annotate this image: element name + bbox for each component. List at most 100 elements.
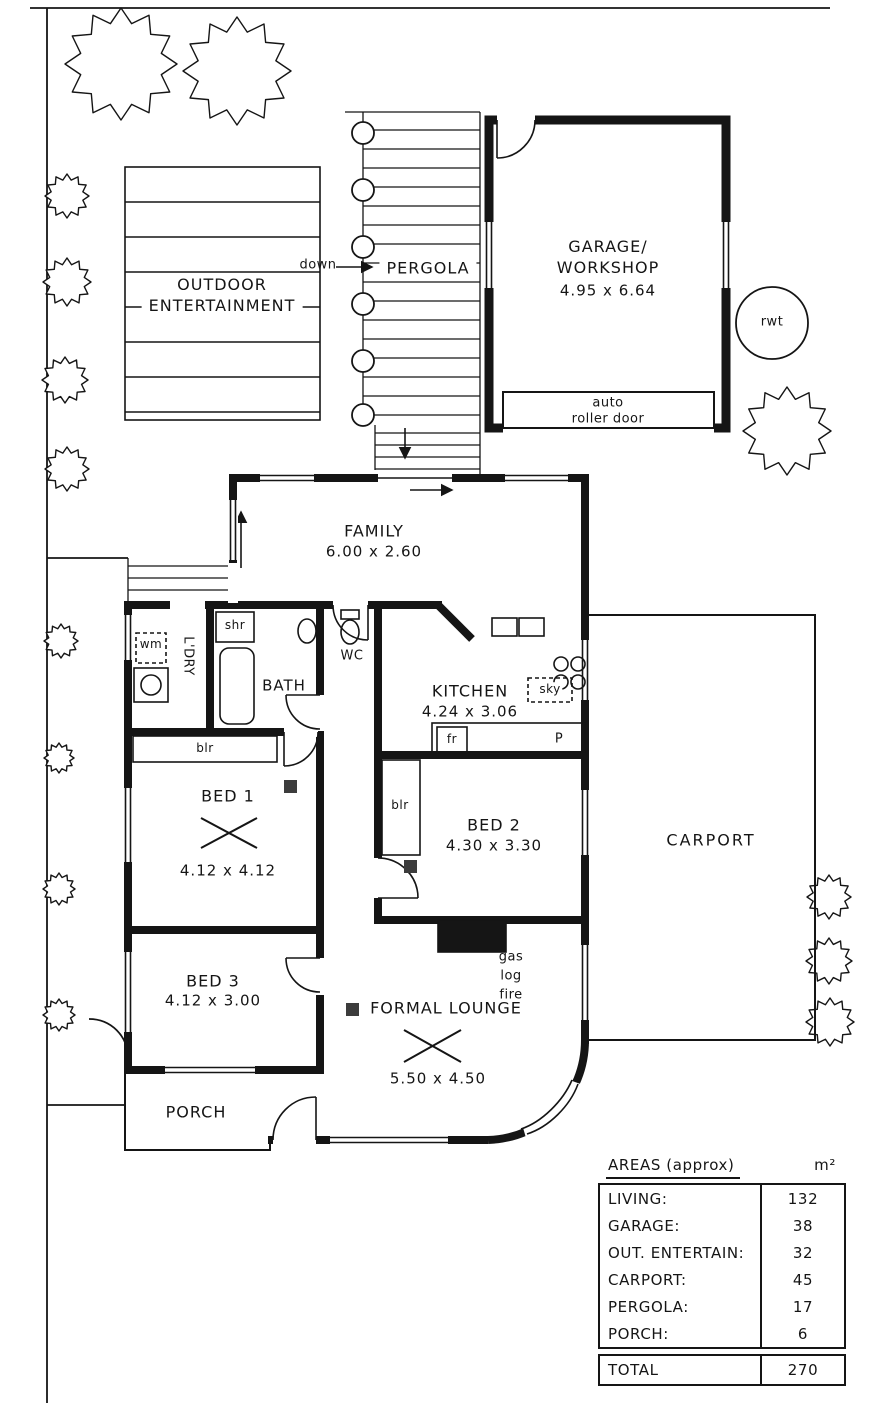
- kitchen-dims: 4.24 x 3.06: [421, 702, 519, 721]
- area-label: PORCH:: [608, 1324, 669, 1343]
- garage-dims: 4.95 x 6.64: [559, 281, 657, 300]
- doors: [272, 604, 419, 1141]
- area-label: OUT. ENTERTAIN:: [608, 1243, 745, 1262]
- areas-table-header: AREAS (approx) m²: [598, 1156, 846, 1183]
- total-label: TOTAL: [608, 1361, 659, 1379]
- garage-structure: [483, 113, 731, 435]
- tree: [45, 174, 89, 218]
- tree: [183, 17, 291, 125]
- table-row: OUT. ENTERTAIN: 32: [600, 1239, 844, 1266]
- bed3-dims: 4.12 x 3.00: [164, 991, 262, 1010]
- bathtub: [219, 647, 255, 725]
- marker-square: [404, 860, 417, 873]
- area-value: 17: [760, 1293, 844, 1320]
- down-label: down: [299, 257, 337, 273]
- tree: [43, 258, 91, 306]
- tree: [65, 8, 177, 120]
- tree: [45, 447, 89, 491]
- auto-roller-door: [502, 391, 715, 429]
- family-room-dims: 6.00 x 2.60: [325, 542, 423, 561]
- garage-windows: [485, 222, 730, 288]
- garage-door: [496, 119, 536, 159]
- rainwater-tank-label: rwt: [760, 314, 784, 330]
- fixtures: [132, 609, 586, 1063]
- steps: [127, 425, 480, 605]
- tree: [44, 743, 74, 773]
- area-value: 45: [760, 1266, 844, 1293]
- vegetation: [42, 8, 854, 1046]
- pantry-label: P: [554, 731, 564, 747]
- areas-table-unit: m²: [814, 1156, 836, 1174]
- kitchen-label: KITCHEN: [431, 681, 509, 701]
- bed2-robe: [381, 759, 421, 856]
- washing-machine-label: wm: [139, 637, 163, 652]
- areas-table-total: TOTAL 270: [598, 1354, 846, 1386]
- ceiling-cross-lounge: [403, 1029, 462, 1063]
- areas-table-body: LIVING: 132 GARAGE: 38 OUT. ENTERTAIN: 3…: [598, 1183, 846, 1349]
- tree: [806, 998, 854, 1046]
- toilet-cistern: [340, 609, 360, 620]
- areas-table: AREAS (approx) m² LIVING: 132 GARAGE: 38…: [598, 1156, 846, 1386]
- area-value: 6: [760, 1320, 844, 1347]
- site-boundary: [30, 7, 830, 1403]
- basin: [297, 618, 317, 644]
- garage-label: GARAGE/ WORKSHOP: [556, 237, 660, 277]
- shower: [215, 611, 255, 643]
- porch-structure: [124, 1074, 271, 1151]
- fireplace-label: gas log fire: [498, 949, 524, 1003]
- bed2-dims: 4.30 x 3.30: [445, 836, 543, 855]
- area-value: 32: [760, 1239, 844, 1266]
- areas-table-title: AREAS (approx): [606, 1156, 741, 1179]
- windows: [124, 474, 589, 1144]
- bed1-dims: 4.12 x 4.12: [179, 861, 277, 880]
- bed1-robe-label: blr: [196, 741, 214, 756]
- gate-arc: [88, 1018, 129, 1059]
- pergola-label: PERGOLA: [379, 257, 477, 281]
- tree: [807, 875, 851, 919]
- table-row: LIVING: 132: [600, 1185, 844, 1212]
- family-room-label: FAMILY: [344, 521, 404, 541]
- cooktop-burner: [570, 656, 586, 672]
- fridge-label: fr: [446, 732, 458, 747]
- washing-machine: [135, 632, 167, 664]
- table-row: GARAGE: 38: [600, 1212, 844, 1239]
- area-value: 132: [760, 1185, 844, 1212]
- fireplace: [437, 919, 507, 953]
- bed3-label: BED 3: [186, 971, 240, 991]
- area-value: 38: [760, 1212, 844, 1239]
- wc-label: WC: [340, 648, 364, 664]
- table-row: PORCH: 6: [600, 1320, 844, 1347]
- bed1-label: BED 1: [201, 786, 255, 806]
- kitchen-sink: [491, 617, 518, 637]
- total-value: 270: [760, 1356, 844, 1384]
- pergola-structure: [345, 111, 481, 474]
- carport-structure: [589, 614, 816, 1041]
- porch-label: PORCH: [165, 1102, 227, 1122]
- shower-label: shr: [224, 618, 246, 633]
- tree: [743, 387, 831, 475]
- tree: [42, 357, 88, 403]
- outdoor-entertainment-label: OUTDOOR ENTERTAINMENT: [141, 274, 303, 318]
- table-row: TOTAL 270: [600, 1356, 844, 1384]
- fridge-space: [436, 726, 468, 754]
- area-label: GARAGE:: [608, 1216, 681, 1235]
- skylight-label: sky: [537, 682, 563, 698]
- lounge-dims: 5.50 x 4.50: [389, 1069, 487, 1088]
- bed2-robe-label: blr: [391, 798, 409, 813]
- cooktop-burner: [553, 656, 569, 672]
- bed1-robe: [132, 735, 278, 763]
- marker-square: [346, 1003, 359, 1016]
- lounge-label: FORMAL LOUNGE: [370, 998, 522, 1018]
- kitchen-bench: [431, 722, 586, 753]
- laundry-trough-bowl: [140, 674, 162, 696]
- bath-label: BATH: [262, 676, 306, 695]
- carport-label: CARPORT: [666, 830, 756, 850]
- kitchen-sink: [518, 617, 545, 637]
- ceiling-cross-bed1: [200, 817, 258, 849]
- house-walls: [124, 474, 589, 1144]
- cooktop-burner: [570, 674, 586, 690]
- tree: [806, 938, 852, 984]
- pergola-posts: [351, 121, 375, 427]
